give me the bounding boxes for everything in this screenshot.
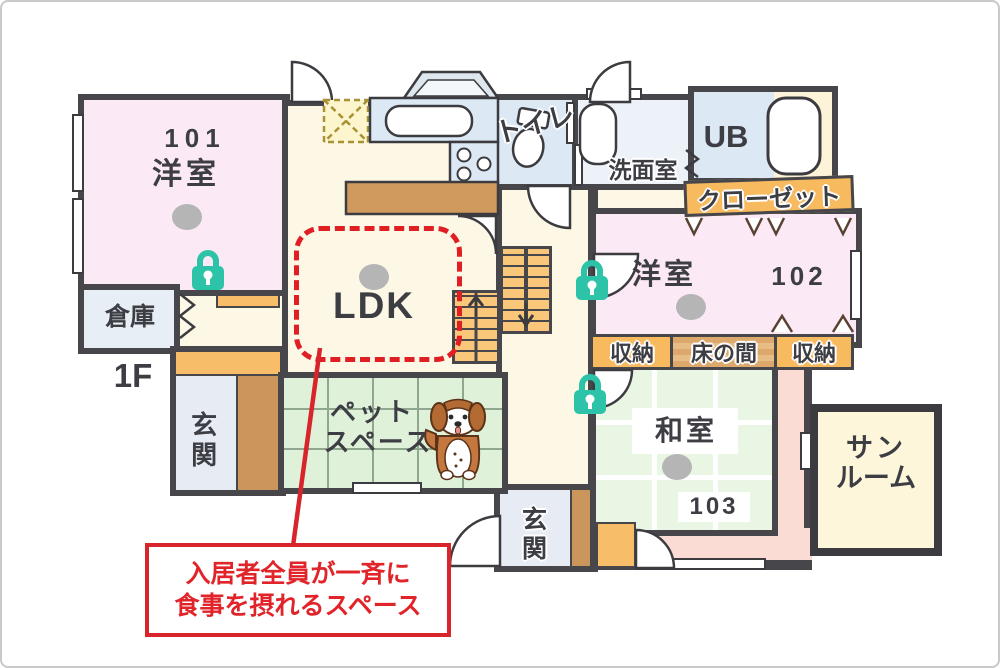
window [800, 432, 812, 470]
room-washitsu-name: 和室 [654, 415, 717, 446]
sunroom-label-line2: ルーム [835, 463, 917, 493]
room-102-number: 102 [771, 261, 827, 291]
stairs-down [500, 246, 552, 334]
tokonoma-banner: 床の間 [670, 334, 778, 370]
ldk-label: LDK [332, 285, 416, 326]
range-hood-icon [401, 70, 501, 100]
room-101 [78, 94, 290, 296]
window [72, 198, 84, 274]
window [586, 88, 642, 100]
annotation-callout: 入居者全員が一斉に 食事を摂れるスペース [145, 543, 451, 637]
entrance-left-label: 玄関 [187, 411, 218, 471]
ceiling-light [662, 454, 692, 480]
storage-left-banner: 収納 [590, 334, 674, 370]
room-sunroom [810, 404, 942, 556]
room-103-number: 103 [689, 493, 739, 520]
room-101-name: 洋室 [152, 158, 220, 191]
corridor-center [496, 188, 598, 500]
window [72, 114, 84, 192]
washroom-label: 洗面室 [608, 157, 678, 183]
storage-left-label: 収納 [609, 341, 654, 366]
ceiling-light [359, 264, 389, 290]
room-102-name: 洋室 [631, 259, 696, 291]
entrance-step [176, 352, 280, 376]
ceiling-light [172, 204, 202, 230]
sunroom-label-line1: サン [846, 433, 906, 463]
window [352, 482, 422, 494]
pet-space-label-line1: ペット [329, 397, 414, 427]
pet-space-label-line2: スペース [323, 427, 433, 457]
room-storage [78, 284, 180, 354]
sliding-door [566, 102, 575, 144]
closet-label: クローゼット [696, 182, 842, 216]
tokonoma-label: 床の間 [690, 341, 757, 366]
window [850, 250, 862, 320]
ceiling-light [676, 294, 706, 320]
storage-right-label: 収納 [791, 341, 836, 366]
room-entrance-left [170, 346, 286, 496]
entrance-wood-strip [236, 376, 280, 490]
storage-label: 倉庫 [104, 303, 155, 331]
annotation-line2: 食事を摂れるスペース [174, 592, 422, 620]
sliding-door [574, 144, 583, 186]
window [636, 558, 766, 570]
closet-banner: クローゼット [683, 175, 855, 217]
label-plate [632, 408, 738, 454]
storage-right-banner: 収納 [774, 334, 854, 370]
floor-label: 1F [113, 357, 153, 394]
entrance-bottom-label: 玄関 [518, 506, 547, 564]
room-101-number: 101 [164, 123, 226, 153]
label-plate [678, 492, 750, 522]
room-entrance-bottom [494, 484, 596, 572]
ldk-highlight-dashed-box [294, 226, 462, 362]
entrance-bottom-step [596, 522, 636, 568]
entrance-wood-strip [570, 490, 590, 566]
annotation-line1: 入居者全員が一斉に [185, 560, 411, 588]
bath-deck [774, 92, 832, 178]
unit-bath-label: UB [703, 119, 749, 154]
